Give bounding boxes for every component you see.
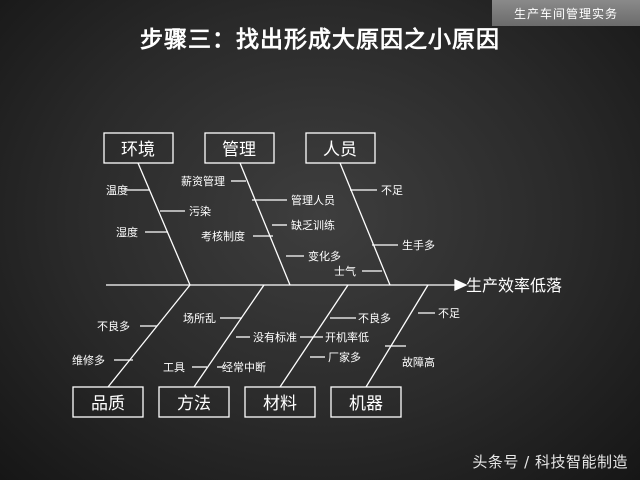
cause-label: 故障高 [402, 355, 435, 369]
watermark: 头条号 / 科技智能制造 [472, 453, 628, 471]
cause-label: 薪资管理 [181, 174, 225, 188]
cause-label: 维修多 [72, 353, 105, 367]
cause-label: 生手多 [402, 238, 435, 252]
category-label-人员: 人员 [323, 140, 357, 160]
cause-label: 士气 [334, 264, 356, 278]
spine-arrow-head [454, 278, 468, 292]
bone-管理 [239, 162, 291, 286]
slide-title: 步骤三：找出形成大原因之小原因 [140, 27, 500, 53]
cause-label: 管理人员 [291, 193, 335, 207]
bone-方法 [193, 284, 265, 388]
category-label-环境: 环境 [121, 140, 155, 160]
cause-label: 开机率低 [325, 330, 369, 344]
cause-label: 厂家多 [328, 350, 361, 364]
cause-label: 场所乱 [183, 311, 216, 325]
category-label-管理: 管理 [222, 140, 256, 160]
cause-label: 工具 [163, 361, 185, 374]
category-box-管理 [204, 132, 275, 164]
cause-label: 湿度 [116, 225, 138, 239]
cause-label: 不良多 [97, 319, 130, 333]
cause-label: 不足 [381, 184, 403, 197]
cause-label: 不良多 [358, 311, 391, 325]
cause-label: 经常中断 [222, 360, 266, 374]
cause-label: 没有标准 [253, 330, 297, 344]
bone-环境 [137, 162, 191, 286]
cause-label: 变化多 [308, 249, 341, 263]
corner-tag: 生产车间管理实务 [492, 0, 640, 26]
cause-label: 缺乏训练 [291, 218, 335, 232]
category-label-机器: 机器 [349, 394, 383, 414]
bone-材料 [279, 284, 349, 388]
category-label-材料: 材料 [263, 394, 297, 414]
effect-label: 生产效率低落 [466, 276, 562, 295]
bone-品质 [107, 284, 191, 388]
cause-label: 不足 [438, 307, 460, 320]
bone-机器 [365, 284, 429, 388]
bone-人员 [339, 162, 391, 286]
category-label-方法: 方法 [177, 394, 211, 414]
cause-label: 考核制度 [201, 229, 245, 243]
category-label-品质: 品质 [91, 394, 125, 414]
cause-label: 污染 [189, 204, 211, 218]
cause-label: 温度 [106, 183, 128, 197]
